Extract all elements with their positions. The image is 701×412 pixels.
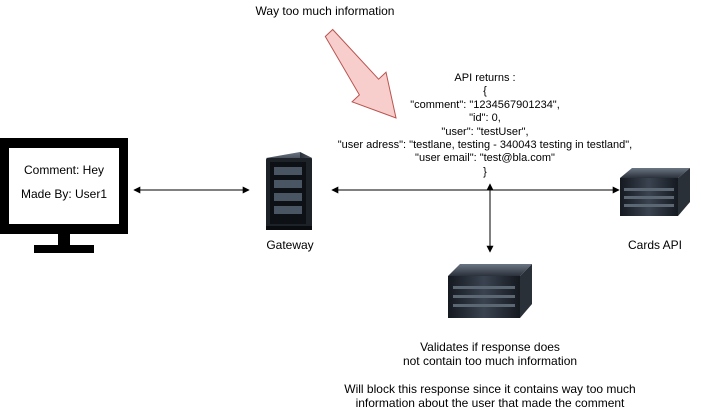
cards-api-server-icon	[620, 168, 690, 216]
server-rack-icon	[266, 152, 312, 230]
validator-description-2: not contain too much information	[402, 354, 578, 368]
api-returns-line: {	[483, 85, 487, 98]
api-returns-line: "id": 0,	[469, 112, 501, 125]
validator-block-note-1: Will block this response since it contai…	[344, 382, 636, 396]
warning-label: Way too much information	[255, 4, 395, 18]
cards-api-label: Cards API	[627, 238, 683, 252]
api-returns-line: "comment": "1234567901234",	[410, 98, 560, 111]
warning-arrow	[324, 28, 397, 119]
monitor-screen-text: Comment: Hey Made By: User1	[10, 158, 118, 206]
api-returns-line: "user": "testUser",	[441, 125, 529, 138]
comment-text: Comment: Hey	[23, 163, 105, 177]
validator-description-1: Validates if response does	[420, 340, 560, 354]
api-returns-line: "user email": "test@bla.com"	[415, 152, 555, 165]
api-returns-line: "user adress": "testlane, testing - 3400…	[337, 139, 633, 152]
author-text: Made By: User1	[20, 187, 108, 201]
monitor-icon	[0, 138, 128, 253]
api-returns-heading: API returns :	[454, 72, 516, 84]
validator-server-icon	[448, 264, 532, 318]
validator-block-note-2: information about the user that made the…	[355, 396, 625, 410]
gateway-label: Gateway	[266, 238, 314, 252]
api-returns-block: API returns : { "comment": "123456790123…	[330, 72, 640, 179]
api-returns-line: }	[483, 165, 487, 178]
